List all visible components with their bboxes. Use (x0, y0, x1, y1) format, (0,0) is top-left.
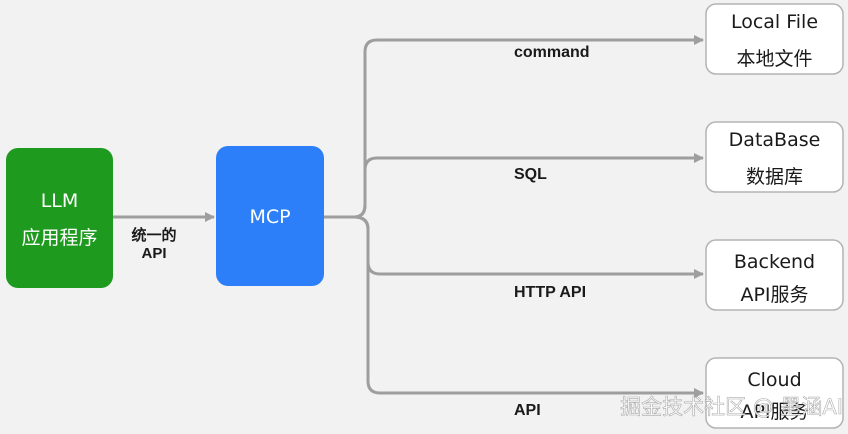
cloud-node: Cloud API服务 (705, 357, 844, 429)
database-node: DataBase 数据库 (705, 121, 844, 193)
backend-node: Backend API服务 (705, 239, 844, 311)
backend-subtitle: API服务 (740, 284, 808, 306)
cloud-title: Cloud (747, 369, 801, 391)
mcp-node-label: MCP (249, 206, 290, 228)
http-api-arrow (353, 215, 704, 279)
local-file-subtitle: 本地文件 (736, 48, 812, 70)
llm-node: LLM 应用程序 (6, 148, 113, 288)
watermark-text: 掘金技术社区 @ 墨涵AI (620, 395, 843, 419)
api-arrow (353, 215, 704, 398)
cloud-subtitle: API服务 (740, 401, 808, 423)
llm-to-mcp-label-line2: API (141, 245, 166, 262)
database-title: DataBase (729, 129, 821, 151)
sql-arrow (353, 153, 704, 219)
command-label: command (514, 44, 590, 61)
api-label: API (514, 402, 541, 419)
llm-node-title: LLM (41, 190, 79, 212)
llm-to-mcp-label-line1: 统一的 (131, 226, 176, 244)
sql-label: SQL (514, 166, 547, 183)
database-subtitle: 数据库 (746, 166, 803, 188)
llm-node-subtitle: 应用程序 (21, 227, 97, 249)
http-api-label: HTTP API (514, 284, 586, 301)
backend-title: Backend (734, 251, 815, 273)
local-file-node: Local File 本地文件 (705, 3, 844, 75)
command-arrow (353, 35, 704, 219)
mcp-node: MCP (216, 146, 324, 286)
local-file-title: Local File (731, 11, 818, 33)
